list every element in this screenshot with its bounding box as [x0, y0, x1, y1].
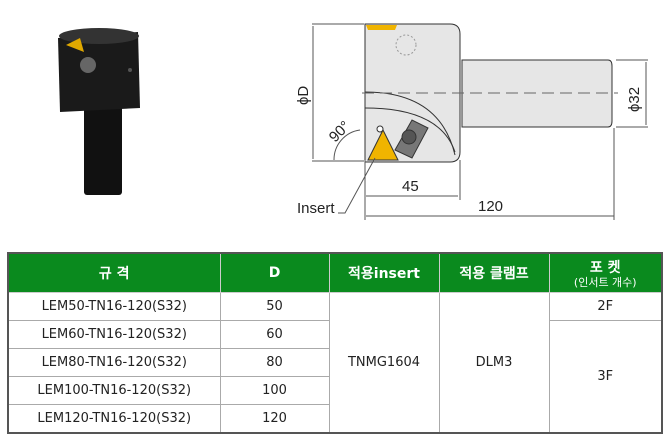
- tool-shank: [362, 59, 618, 128]
- table-row: LEM50-TN16-120(S32) 50 TNMG1604 DLM3 2F: [7, 292, 663, 434]
- dim-shank-label: ϕ32: [626, 87, 643, 112]
- insert-label: Insert: [297, 200, 335, 217]
- cell-spec: LEM60-TN16-120(S32): [7, 320, 221, 349]
- insert-icon: [367, 128, 399, 161]
- header-d: D: [219, 252, 330, 293]
- cell-spec: LEM100-TN16-120(S32): [7, 376, 221, 405]
- header-insert: 적용insert: [328, 252, 440, 293]
- header-pocket: 포 켓(인서트 개수): [548, 252, 663, 293]
- cell-d: 100: [219, 376, 330, 405]
- table-row: LEM60-TN16-120(S32) 60 3F: [7, 320, 663, 434]
- table-row: LEM80-TN16-120(S32) 80: [7, 348, 662, 377]
- cell-pocket: 2F: [548, 292, 663, 321]
- tool-head: [364, 23, 461, 163]
- header-spec: 규 격: [7, 252, 221, 293]
- dimension-lines: [312, 23, 648, 220]
- cell-d: 60: [219, 320, 330, 349]
- table-row: LEM120-TN16-120(S32) 120: [7, 404, 662, 434]
- product-photo: [58, 28, 140, 195]
- cell-spec: LEM50-TN16-120(S32): [7, 292, 221, 321]
- cell-d: 80: [219, 348, 330, 377]
- cell-d: 120: [219, 404, 330, 434]
- insert-top: [366, 25, 397, 30]
- angle-label: 90°: [326, 118, 354, 146]
- cell-d: 50: [219, 292, 330, 321]
- spec-table: 규 격 D 적용insert 적용 클램프 포 켓(인서트 개수) LEM50-…: [7, 252, 663, 434]
- cell-spec: LEM120-TN16-120(S32): [7, 404, 221, 434]
- table-row: LEM100-TN16-120(S32) 100: [7, 376, 662, 405]
- cell-pocket: 3F: [548, 320, 663, 434]
- length-total-label: 120: [478, 198, 503, 215]
- cell-clamp: DLM3: [438, 292, 550, 434]
- dim-d-label: ϕD: [295, 86, 312, 105]
- technical-drawing: ϕD ϕ32 90° 45 120 Insert: [58, 23, 648, 220]
- cell-spec: LEM80-TN16-120(S32): [7, 348, 221, 377]
- length-head-label: 45: [402, 178, 419, 195]
- cell-insert: TNMG1604: [328, 292, 440, 434]
- header-clamp: 적용 클램프: [438, 252, 550, 293]
- header-pocket-label: 포 켓: [589, 260, 621, 276]
- table-header-row: 규 격 D 적용insert 적용 클램프 포 켓(인서트 개수): [7, 252, 663, 293]
- header-pocket-sub: (인서트 개수): [573, 276, 637, 289]
